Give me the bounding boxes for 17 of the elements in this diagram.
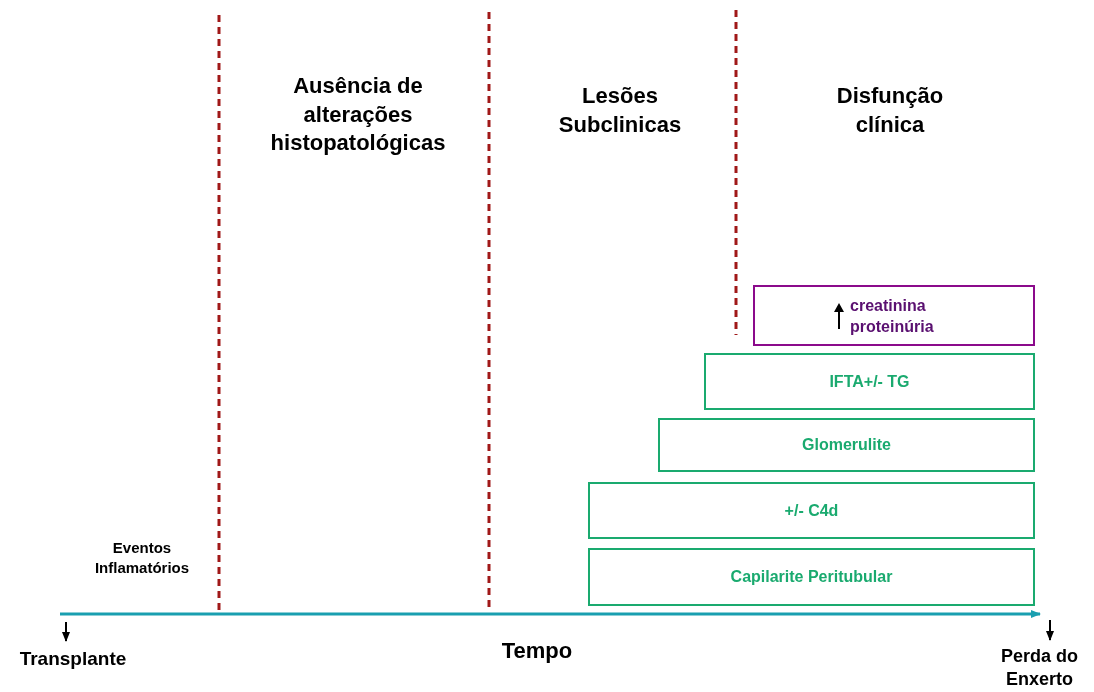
event-label: Eventos Inflamatórios [93, 538, 191, 577]
axis-start-label: Transplante [18, 647, 128, 671]
axis-end-label: Perda do Enxerto [1000, 645, 1079, 692]
phase-heading: Lesões Subclinicas [557, 82, 683, 139]
finding-box [658, 418, 1035, 472]
finding-text: Capilarite Peritubular [730, 568, 893, 586]
finding-box [588, 482, 1035, 539]
finding-text: Glomerulite [802, 436, 891, 454]
finding-box [753, 285, 1035, 346]
finding-box [588, 548, 1035, 606]
finding-text: +/- C4d [784, 501, 839, 520]
finding-box [704, 353, 1035, 410]
axis-title: Tempo [500, 637, 574, 665]
phase-heading: Disfunção clínica [835, 82, 945, 139]
phase-heading: Ausência de alterações histopatológicas [269, 72, 447, 158]
finding-text: IFTA+/- TG [829, 372, 910, 391]
finding-text: creatinina proteinúria [850, 295, 935, 337]
